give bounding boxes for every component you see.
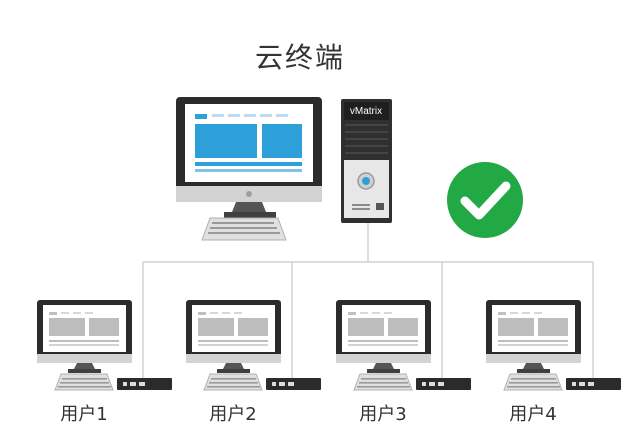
status-check-icon	[447, 162, 523, 238]
user-label-3: 用户3	[359, 404, 407, 425]
user-station-3	[336, 300, 471, 391]
monitor-icon	[336, 300, 431, 373]
user-label-2: 用户2	[209, 404, 257, 425]
vmatrix-server-icon: vMatrix	[341, 99, 392, 223]
monitor-icon	[486, 300, 581, 373]
keyboard-icon	[203, 373, 263, 391]
user-station-4	[486, 300, 621, 391]
user-label-4: 用户4	[509, 404, 557, 425]
keyboard-icon	[503, 373, 563, 391]
keyboard-icon	[54, 373, 114, 391]
server-label: vMatrix	[350, 106, 382, 117]
thin-client-icon	[566, 378, 621, 390]
connection-lines	[142, 222, 594, 378]
keyboard-icon	[353, 373, 413, 391]
main-monitor-icon	[176, 97, 322, 218]
user-stations	[37, 300, 621, 391]
monitor-icon	[37, 300, 132, 373]
thin-client-icon	[416, 378, 471, 390]
diagram-title: 云终端	[254, 41, 345, 74]
thin-client-icon	[117, 378, 172, 390]
monitor-icon	[186, 300, 281, 373]
user-station-2	[186, 300, 321, 391]
main-keyboard-icon	[201, 217, 287, 241]
user-label-1: 用户1	[60, 404, 108, 425]
thin-client-icon	[266, 378, 321, 390]
user-station-1	[37, 300, 172, 391]
